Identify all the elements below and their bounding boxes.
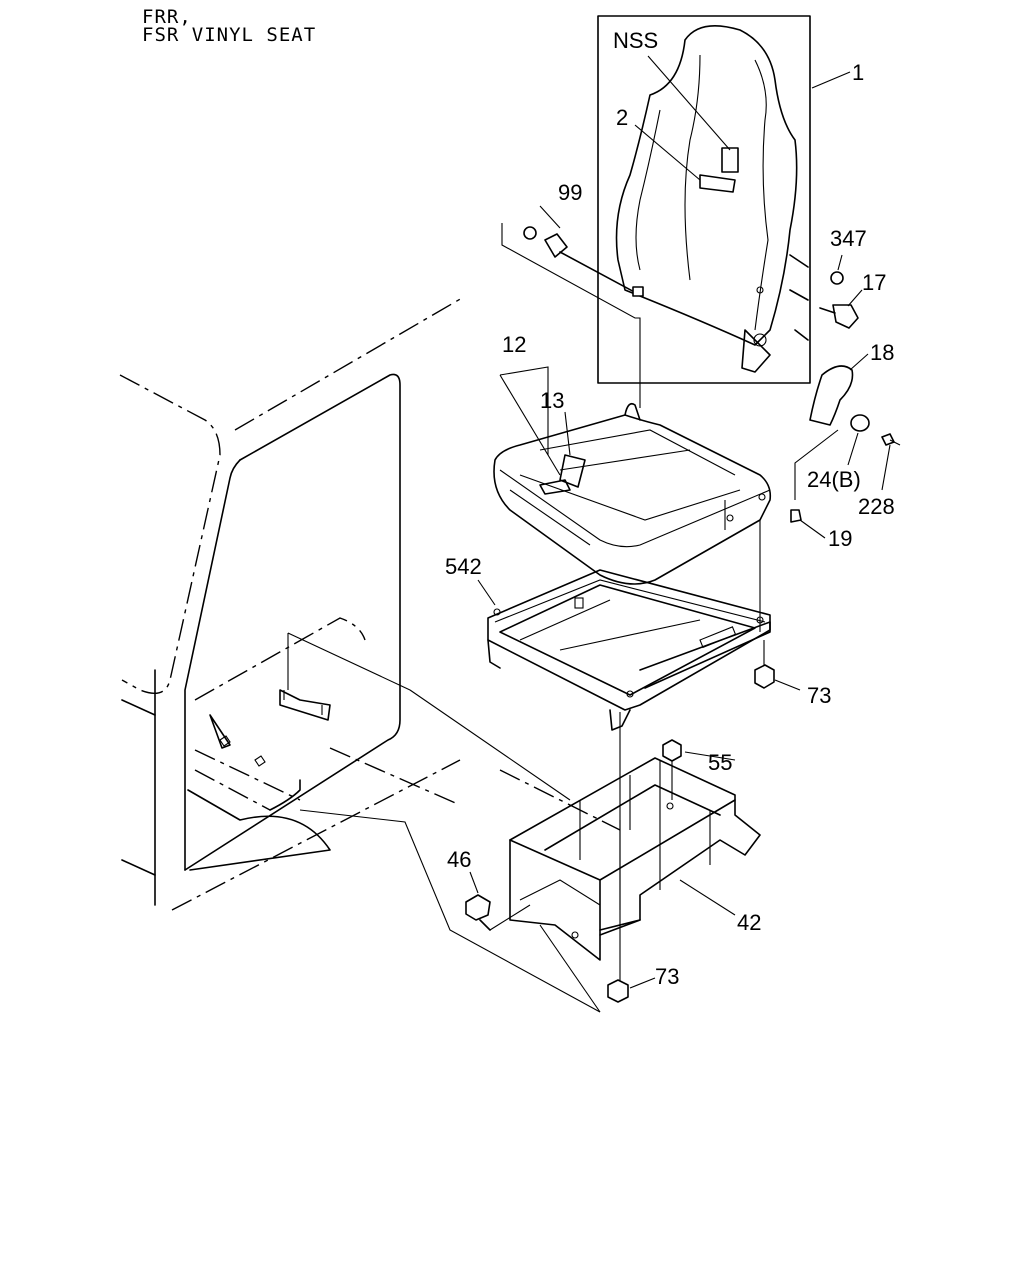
callouts: 1 NSS 2 99 347 17 18 12 13 24(B) 228 19 … <box>445 28 895 989</box>
cab-body <box>119 297 463 911</box>
parts-347-17 <box>819 271 859 329</box>
callout-1: 1 <box>852 60 864 85</box>
callout-13: 13 <box>540 388 564 413</box>
seatback-assembly <box>597 15 811 384</box>
callout-17: 17 <box>862 270 886 295</box>
callout-347: 347 <box>830 226 867 251</box>
guide-lines <box>287 632 621 1013</box>
callout-19: 19 <box>828 526 852 551</box>
bolt-46 <box>465 894 531 931</box>
callout-99: 99 <box>558 180 582 205</box>
nut-73-upper <box>754 640 775 689</box>
callout-nss: NSS <box>613 28 658 53</box>
part-99 <box>501 205 644 408</box>
callout-46: 46 <box>447 847 471 872</box>
callout-18: 18 <box>870 340 894 365</box>
seat-cushion <box>493 402 772 632</box>
seat-base-bracket <box>509 757 761 985</box>
callout-228: 228 <box>858 494 895 519</box>
callout-2: 2 <box>616 105 628 130</box>
header-model: FRR, <box>142 6 192 28</box>
callout-73-lower: 73 <box>655 964 679 989</box>
callout-42: 42 <box>737 910 761 935</box>
seat-slide-frame <box>487 569 771 910</box>
callout-542: 542 <box>445 554 482 579</box>
header-title: FSR VINYL SEAT <box>142 24 317 46</box>
callout-24b: 24(B) <box>807 467 861 492</box>
leader-lines <box>469 55 891 989</box>
nut-55 <box>662 739 682 800</box>
callout-12: 12 <box>502 332 526 357</box>
recline-handle-parts <box>790 365 901 523</box>
callout-55: 55 <box>708 750 732 775</box>
callout-73-upper: 73 <box>807 683 831 708</box>
nut-73-lower <box>607 979 629 1003</box>
